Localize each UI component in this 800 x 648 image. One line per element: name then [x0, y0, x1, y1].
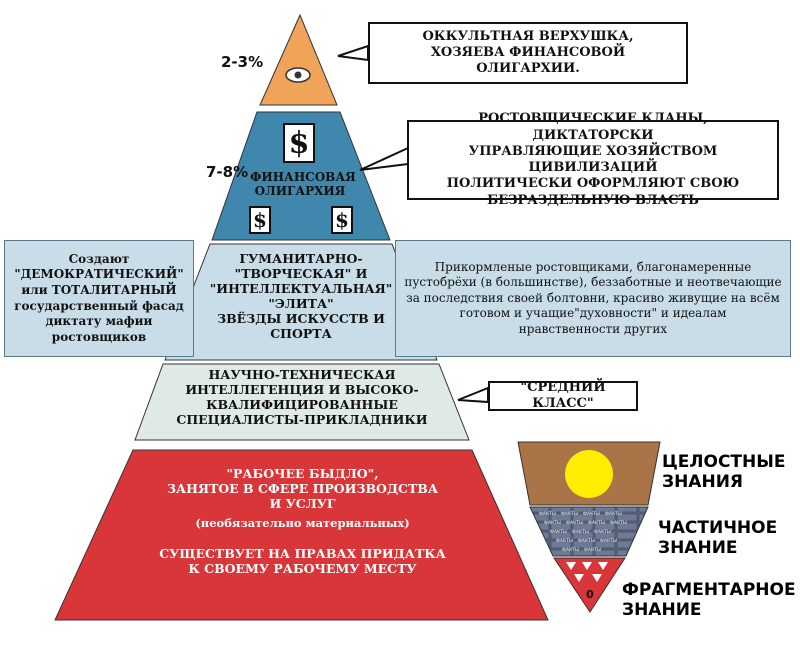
label-workers-note: (необязательно материальных): [195, 516, 410, 530]
dollar-icon-large: $: [283, 123, 315, 163]
svg-text:$: $: [253, 208, 267, 232]
svg-text:$: $: [335, 208, 349, 232]
pyramid-workers: [54, 449, 549, 621]
brick-label: ФАКТЫ: [584, 547, 601, 553]
brick-label: ФАКТЫ: [561, 511, 578, 517]
brick-label: ФАКТЫ: [583, 511, 600, 517]
label-technical-intelligentsia: НАУЧНО-ТЕХНИЧЕСКАЯ ИНТЕЛЛЕГЕНЦИЯ И ВЫСОК…: [176, 367, 428, 427]
callout-occult-top: ОККУЛЬТНАЯ ВЕРХУШКА, ХОЗЯЕВА ФИНАНСОВОЙ …: [368, 22, 688, 84]
eye-icon: [285, 67, 311, 83]
pyramid-apex: [259, 13, 338, 106]
note-right-elite: Прикормленые ростовщиками, благонамеренн…: [395, 240, 791, 357]
callout-middle-class: "СРЕДНИЙ КЛАСС": [488, 380, 638, 411]
label-financial-oligarchy: ФИНАНСОВАЯ ОЛИГАРХИЯ: [250, 170, 356, 199]
brick-label: ФАКТЫ: [556, 538, 573, 544]
pyramid-middle-class: [134, 363, 470, 441]
legend-fragmentary-knowledge: ФРАГМЕНТАРНОЕ ЗНАНИЕ: [622, 580, 796, 621]
brick-label: ФАКТЫ: [610, 520, 627, 526]
brick-label: ФАКТЫ: [594, 529, 611, 535]
brick-label: ФАКТЫ: [544, 520, 561, 526]
brick-label: ФАКТЫ: [550, 529, 567, 535]
label-workers: "РАБОЧЕЕ БЫДЛО", ЗАНЯТОЕ В СФЕРЕ ПРОИЗВО…: [166, 466, 439, 511]
callout-usurer-clans: РОСТОВЩИЧЕСКИЕ КЛАНЫ, ДИКТАТОРСКИ УПРАВЛ…: [407, 111, 779, 208]
brick-label: ФАКТЫ: [562, 547, 579, 553]
percent-financial: 7-8%: [206, 163, 249, 181]
label-elite: ГУМАНИТАРНО- "ТВОРЧЕСКАЯ" И "ИНТЕЛЛЕКТУА…: [209, 251, 393, 341]
legend-tip-digit: 0: [586, 588, 594, 601]
brick-label: ФАКТЫ: [600, 538, 617, 544]
dollar-icon-left: $: [249, 206, 271, 234]
legend-partial-knowledge: ЧАСТИЧНОЕ ЗНАНИЕ: [658, 518, 778, 559]
knowledge-legend-triangle: 0: [517, 441, 661, 613]
callout-pointer-top: [337, 44, 369, 62]
dollar-icon-right: $: [331, 206, 353, 234]
legend-holistic-knowledge: ЦЕЛОСТНЫЕ ЗНАНИЯ: [662, 452, 786, 493]
svg-text:$: $: [289, 126, 310, 161]
callout-pointer-financial: [359, 146, 409, 171]
brick-label: ФАКТЫ: [539, 511, 556, 517]
brick-label: ФАКТЫ: [572, 529, 589, 535]
brick-label: ФАКТЫ: [605, 511, 622, 517]
brick-label: ФАКТЫ: [566, 520, 583, 526]
label-workers-appendage: СУЩЕСТВУЕТ НА ПРАВАХ ПРИДАТКА К СВОЕМУ Р…: [159, 546, 446, 576]
note-left-facade: Создают "ДЕМОКРАТИЧЕСКИЙ" или ТОТАЛИТАРН…: [4, 240, 194, 357]
callout-pointer-middle: [457, 386, 489, 404]
percent-top: 2-3%: [221, 53, 264, 71]
brick-label: ФАКТЫ: [578, 538, 595, 544]
brick-label: ФАКТЫ: [588, 520, 605, 526]
